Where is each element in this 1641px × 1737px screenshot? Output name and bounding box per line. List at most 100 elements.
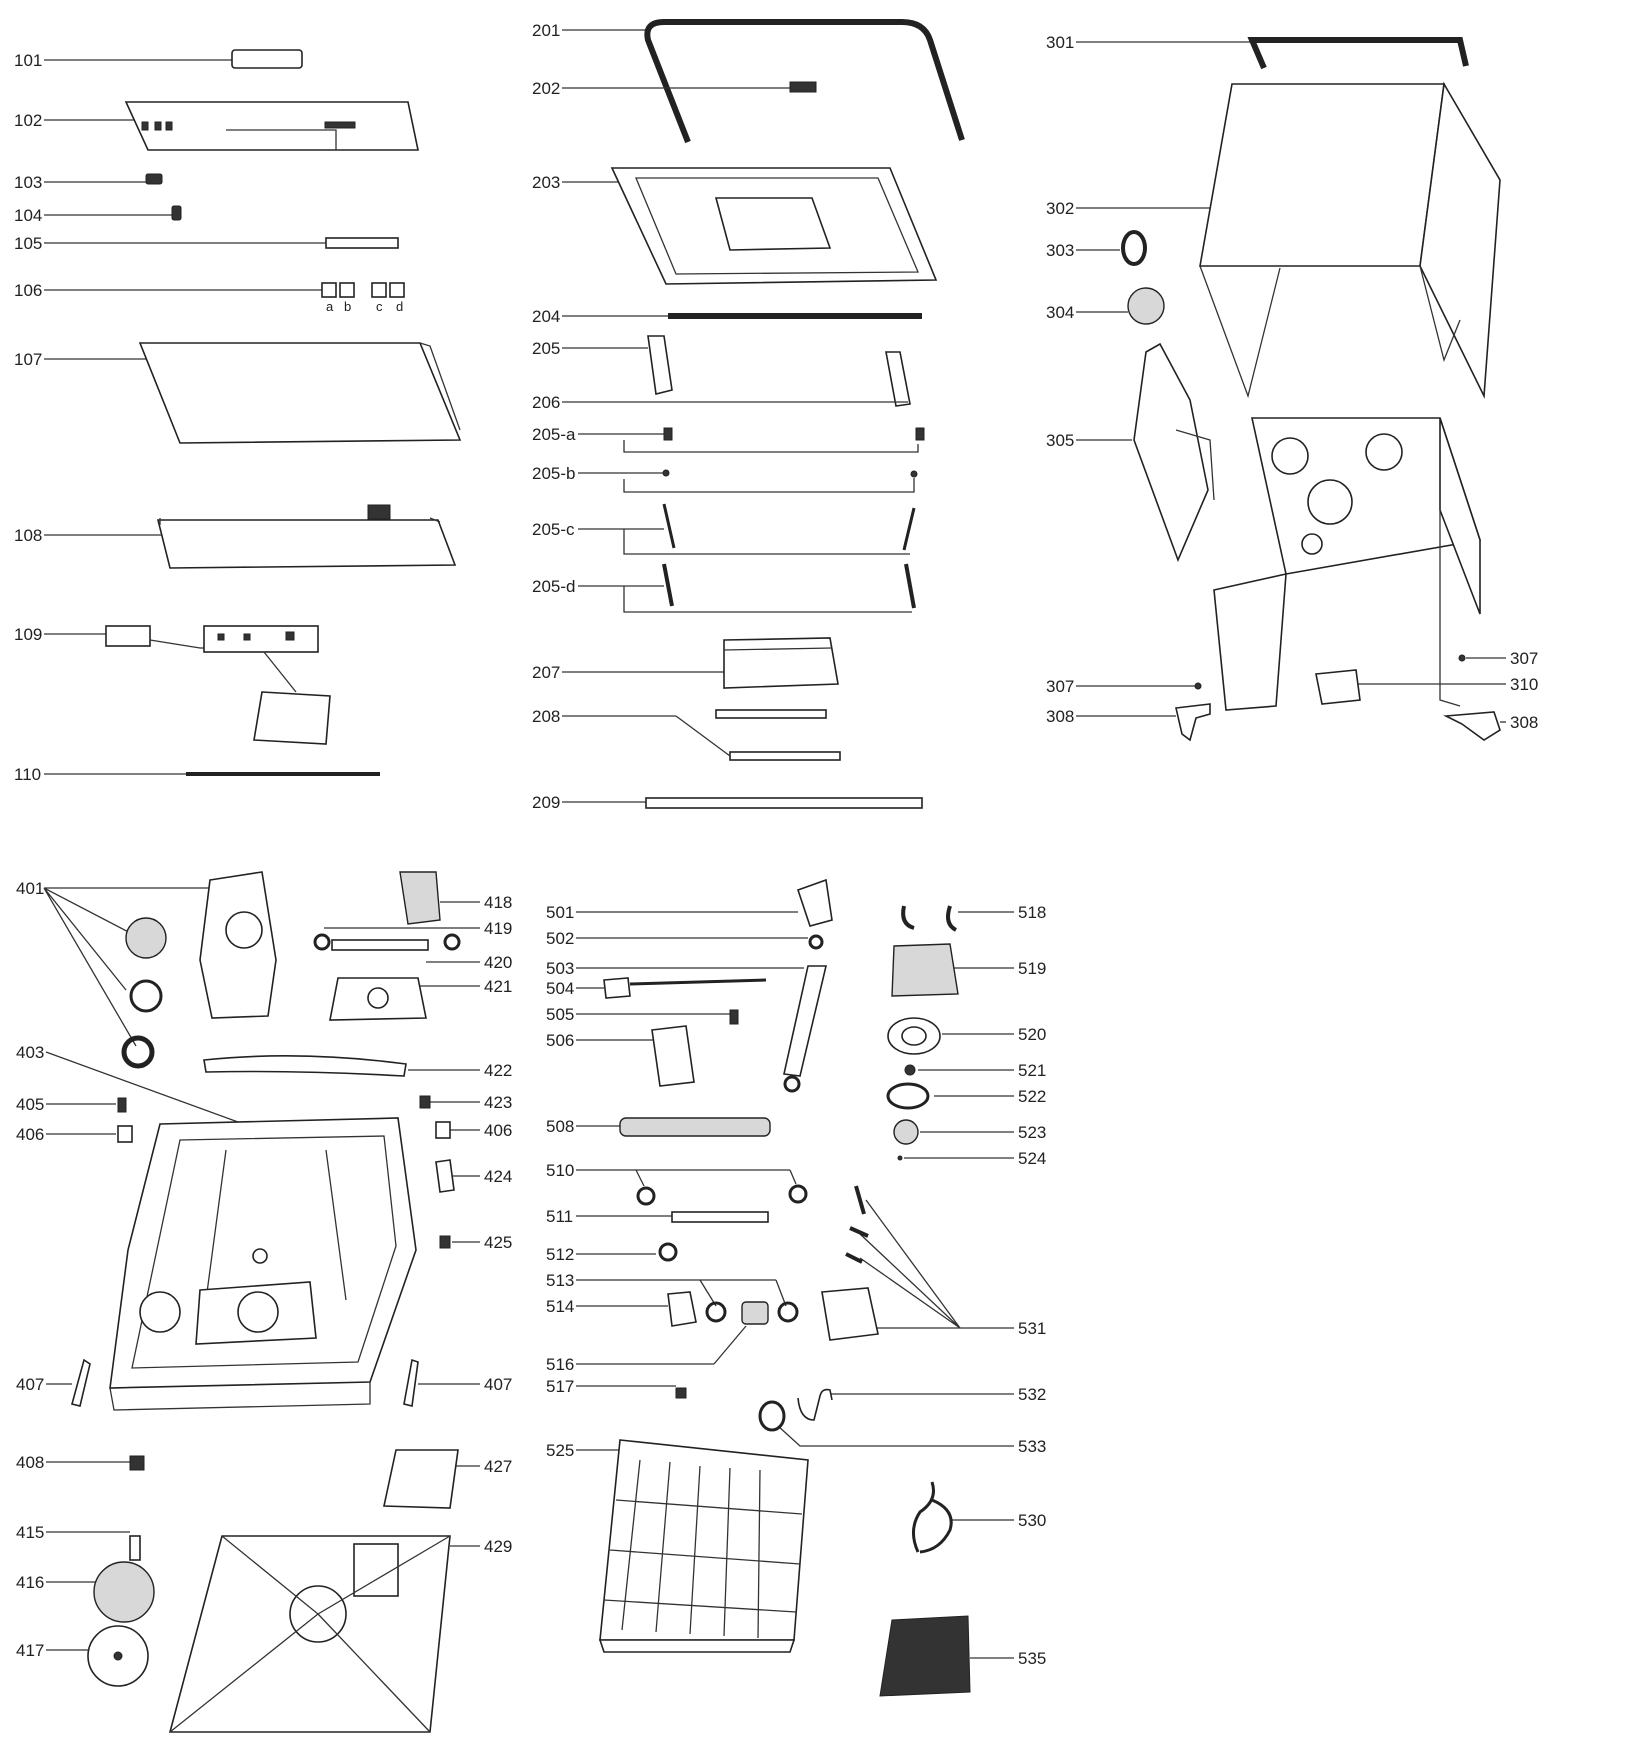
part-107-outer-door <box>138 342 462 444</box>
callout-424: 424 <box>484 1167 512 1186</box>
part-420-hose <box>331 939 429 951</box>
group-door-inner: 201 202 203 204 205 206 205-a 205-b <box>532 19 965 812</box>
callout-501: 501 <box>546 903 574 922</box>
callout-422: 422 <box>484 1061 512 1080</box>
callout-205c: 205-c <box>532 520 575 539</box>
callout-416: 416 <box>16 1573 44 1592</box>
callout-209: 209 <box>532 793 560 812</box>
callout-201: 201 <box>532 21 560 40</box>
callout-207: 207 <box>532 663 560 682</box>
callout-307-right: 307 <box>1510 649 1538 668</box>
part-205-hinge-left <box>647 335 673 395</box>
callout-307-left: 307 <box>1046 677 1074 696</box>
callout-524: 524 <box>1018 1149 1046 1168</box>
callout-407-left: 407 <box>16 1375 44 1394</box>
callout-106: 106 <box>14 281 42 300</box>
callout-423: 423 <box>484 1093 512 1112</box>
callout-520: 520 <box>1018 1025 1046 1044</box>
callout-420: 420 <box>484 953 512 972</box>
part-108-inner-door <box>156 519 457 569</box>
callout-403: 403 <box>16 1043 44 1062</box>
callout-510: 510 <box>546 1161 574 1180</box>
callout-419: 419 <box>484 919 512 938</box>
callout-205: 205 <box>532 339 560 358</box>
group-tub: 401 403 405 406 407 <box>16 871 512 1733</box>
callout-523: 523 <box>1018 1123 1046 1142</box>
part-105 <box>325 237 399 249</box>
callout-525: 525 <box>546 1441 574 1460</box>
part-201-door-gasket <box>644 19 965 144</box>
callout-506: 506 <box>546 1031 574 1050</box>
callout-205a: 205-a <box>532 425 576 444</box>
callout-205d: 205-d <box>532 577 575 596</box>
callout-109: 109 <box>14 625 42 644</box>
callout-535: 535 <box>1018 1649 1046 1668</box>
part-535-box <box>879 1615 971 1697</box>
part-202 <box>789 81 817 93</box>
callout-531: 531 <box>1018 1319 1046 1338</box>
part-base-frame <box>1213 417 1482 711</box>
callout-429: 429 <box>484 1537 512 1556</box>
sub-label-106d: d <box>396 299 403 314</box>
callout-530: 530 <box>1018 1511 1046 1530</box>
callout-425: 425 <box>484 1233 512 1252</box>
part-530-hose <box>912 1481 953 1554</box>
callout-504: 504 <box>546 979 574 998</box>
callout-517: 517 <box>546 1377 574 1396</box>
part-514 <box>667 1291 697 1327</box>
callout-107: 107 <box>14 350 42 369</box>
callout-407-right: 407 <box>484 1375 512 1394</box>
callout-514: 514 <box>546 1297 574 1316</box>
callout-512: 512 <box>546 1245 574 1264</box>
callout-303: 303 <box>1046 241 1074 260</box>
group-pumps-hoses: 501 502 503 504 505 506 508 510 <box>546 878 1046 1697</box>
callout-310: 310 <box>1510 675 1538 694</box>
callout-503: 503 <box>546 959 574 978</box>
part-308-foot-right <box>1443 711 1501 741</box>
callout-518: 518 <box>1018 903 1046 922</box>
callout-516: 516 <box>546 1355 574 1374</box>
callout-513: 513 <box>546 1271 574 1290</box>
callout-505: 505 <box>546 1005 574 1024</box>
callout-421: 421 <box>484 977 512 996</box>
group-control-panel: 101 102 103 104 105 106 a b c d 107 <box>14 49 462 784</box>
part-511-hose <box>671 1211 769 1223</box>
sub-label-106a: a <box>326 299 334 314</box>
part-305-side-panel <box>1133 342 1209 563</box>
callout-418: 418 <box>484 893 512 912</box>
callout-304: 304 <box>1046 303 1074 322</box>
callout-511: 511 <box>546 1207 573 1226</box>
sub-label-106c: c <box>376 299 383 314</box>
part-422-spray-arm <box>203 1055 407 1077</box>
callout-521: 521 <box>1018 1061 1046 1080</box>
callout-405: 405 <box>16 1095 44 1114</box>
callout-105: 105 <box>14 234 42 253</box>
part-302-cabinet <box>1199 81 1501 399</box>
part-506-drain-pump <box>651 1025 695 1087</box>
callout-206: 206 <box>532 393 560 412</box>
part-106-buttons <box>321 282 405 298</box>
part-207-dispenser <box>723 637 839 689</box>
callout-427: 427 <box>484 1457 512 1476</box>
part-208-strip-lower <box>729 751 841 761</box>
callout-308-left: 308 <box>1046 707 1074 726</box>
callout-408: 408 <box>16 1453 44 1472</box>
sub-label-106b: b <box>344 299 351 314</box>
part-408 <box>129 1455 145 1471</box>
part-301-top-seal <box>1247 37 1469 70</box>
callout-104: 104 <box>14 206 42 225</box>
callout-502: 502 <box>546 929 574 948</box>
callout-205b: 205-b <box>532 464 575 483</box>
part-503-hose <box>783 965 828 1077</box>
part-205-hinge-right <box>885 351 911 407</box>
part-304-cap <box>1127 287 1165 325</box>
part-525-dish-rack <box>598 1439 809 1653</box>
callout-519: 519 <box>1018 959 1046 978</box>
part-308-foot-left <box>1175 703 1211 742</box>
callout-522: 522 <box>1018 1087 1046 1106</box>
part-tub <box>109 1117 417 1411</box>
callout-101: 101 <box>14 51 42 70</box>
callout-110: 110 <box>14 765 41 784</box>
callout-203: 203 <box>532 173 560 192</box>
